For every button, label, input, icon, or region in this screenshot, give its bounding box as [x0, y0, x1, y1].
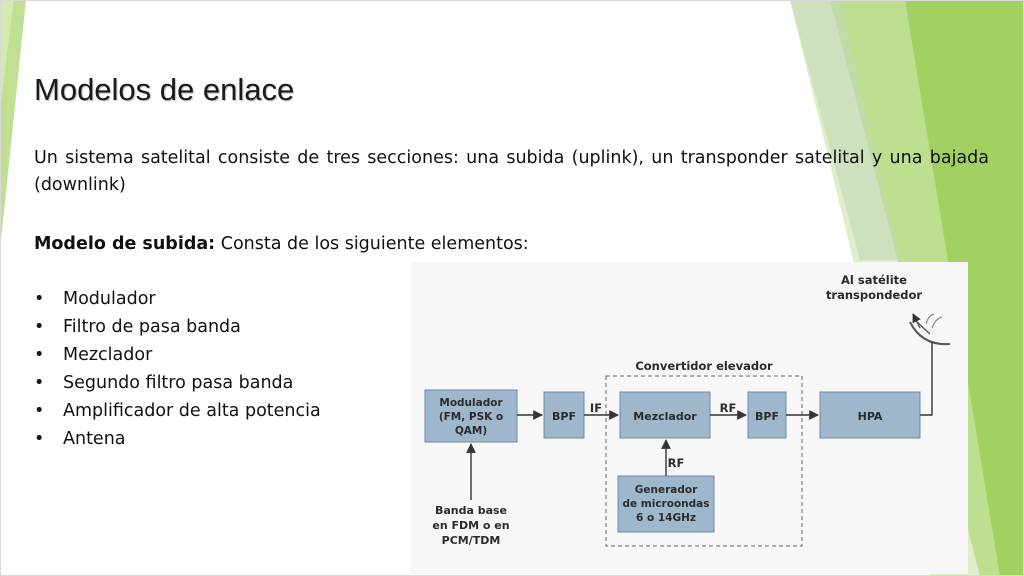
hpa-label: HPA	[858, 410, 883, 423]
bpf2-block	[747, 391, 787, 439]
bpf2-label: BPF	[755, 410, 779, 423]
satellite-dish-icon	[909, 313, 951, 346]
hpa-block	[819, 391, 921, 439]
rf-label-top: RF	[720, 401, 737, 415]
uplink-block-diagram: Al satélite transpondedor Convertidor el…	[410, 262, 968, 574]
list-item: Modulador	[34, 285, 321, 313]
mixer-block	[619, 391, 711, 439]
left-green-stripe-light	[0, 0, 14, 110]
modulator-line2: (FM, PSK o	[439, 411, 503, 423]
left-green-stripe	[0, 0, 26, 250]
list-item: Segundo filtro pasa banda	[34, 369, 321, 397]
right-green-sliver	[790, 0, 900, 260]
baseband-line3: PCM/TDM	[442, 534, 501, 547]
converter-label: Convertidor elevador	[635, 359, 773, 373]
satellite-label-line2: transpondedor	[826, 288, 922, 302]
baseband-line1: Banda base	[435, 504, 507, 517]
generator-block	[617, 475, 715, 533]
list-item: Mezclador	[34, 341, 321, 369]
modulator-line1: Modulador	[439, 397, 503, 409]
element-list: Modulador Filtro de pasa banda Mezclador…	[34, 285, 321, 453]
generator-line2: de microondas	[623, 498, 710, 510]
modulator-line3: QAM)	[455, 425, 487, 437]
rf-label-bottom: RF	[668, 456, 685, 470]
line-hpa-to-antenna	[920, 342, 933, 416]
list-item: Amplificador de alta potencia	[34, 397, 321, 425]
list-item: Antena	[34, 425, 321, 453]
uplink-model-line: Modelo de subida: Consta de los siguient…	[34, 231, 529, 258]
uplink-model-heading: Modelo de subida:	[34, 234, 216, 254]
converter-dashed-box	[605, 375, 803, 547]
bpf1-block	[543, 391, 585, 439]
modulator-block	[424, 389, 518, 443]
intro-paragraph: Un sistema satelital consiste de tres se…	[34, 148, 989, 195]
generator-line3: 6 o 14GHz	[636, 512, 696, 524]
satellite-label-line1: Al satélite	[841, 273, 907, 287]
bpf1-label: BPF	[552, 410, 576, 423]
mixer-label: Mezclador	[633, 410, 697, 423]
if-label: IF	[590, 401, 602, 415]
slide-title: Modelos de enlace	[34, 72, 295, 107]
uplink-model-text: Consta de los siguiente elementos:	[215, 234, 529, 254]
generator-line1: Generador	[635, 484, 698, 496]
list-item: Filtro de pasa banda	[34, 313, 321, 341]
baseband-line2: en FDM o en	[432, 519, 509, 532]
